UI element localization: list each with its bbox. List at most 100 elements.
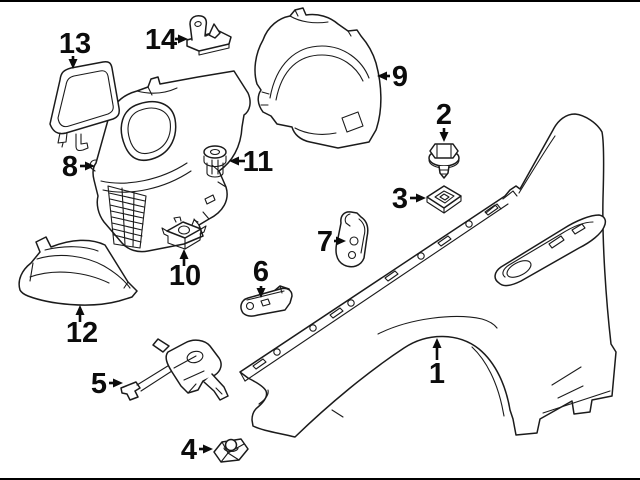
part-grommet: [203, 145, 227, 178]
bracket14-upright-tab: [189, 15, 208, 41]
callout-4-label[interactable]: 4: [181, 434, 197, 466]
part-bracket-top: [186, 15, 232, 56]
callout-10[interactable]: 10: [169, 249, 201, 292]
bracket6-square-hole: [260, 298, 271, 307]
grille-rung: [111, 222, 143, 231]
callout-11-arrowhead: [229, 156, 239, 166]
bracket5-fold: [183, 370, 205, 381]
callout-12-label[interactable]: 12: [66, 317, 98, 349]
fender-mounting-slot: [252, 358, 267, 370]
grille-rung: [108, 192, 146, 202]
callout-14-arrowhead: [178, 34, 188, 44]
cover12-rib: [44, 246, 99, 252]
callout-3[interactable]: 3: [392, 183, 426, 215]
frame-bar-top: [0, 0, 640, 2]
fender-character-line: [377, 315, 498, 335]
callout-7[interactable]: 7: [317, 226, 346, 258]
bracket7-outline: [335, 211, 369, 268]
bracket5-hole: [186, 350, 204, 364]
bracket5-fold: [173, 355, 197, 369]
bracket5-arm: [136, 363, 172, 386]
callout-9-label[interactable]: 9: [392, 61, 408, 93]
callout-6[interactable]: 6: [253, 256, 269, 298]
cagenut-front-face: [167, 235, 186, 250]
liner-rear-arch-band: [269, 45, 370, 99]
callout-4[interactable]: 4: [181, 434, 213, 466]
callout-2[interactable]: 2: [436, 99, 452, 142]
callout-11-label[interactable]: 11: [243, 146, 274, 178]
callout-14[interactable]: 14: [145, 24, 188, 56]
callout-13[interactable]: 13: [59, 28, 91, 69]
liner-rear-fold: [294, 127, 337, 135]
liner-band-line: [100, 162, 188, 184]
part-arch-liner-rear: [254, 7, 382, 149]
fender-rail-lower-line: [244, 203, 509, 382]
cover12-tip-notch: [123, 281, 129, 289]
fender-apillar-inner-line: [518, 135, 556, 194]
part-bracket-side: [335, 211, 369, 268]
fender-rail-end-cap: [239, 371, 246, 382]
liner-rear-notch: [261, 91, 270, 95]
liner-step-line: [202, 211, 210, 220]
grommet-bottom: [206, 172, 224, 178]
callout-13-label[interactable]: 13: [59, 28, 91, 60]
part-bracket-small: [240, 285, 293, 317]
callout-14-label[interactable]: 14: [145, 24, 177, 56]
seal-hook-tab: [75, 133, 89, 152]
seal-tab: [57, 132, 68, 144]
fender-side-vent-slot: [548, 235, 565, 249]
callout-3-label[interactable]: 3: [392, 183, 408, 215]
cover12-rib: [36, 254, 131, 289]
bracket5-top-tab: [152, 338, 170, 353]
callout-1-arrowhead: [432, 338, 442, 348]
callout-2-arrowhead: [439, 132, 449, 142]
liner-rear-outline: [254, 7, 382, 149]
callout-11[interactable]: 11: [229, 146, 273, 178]
fender-mounting-slot: [329, 307, 344, 319]
liner-rear-collar: [289, 15, 329, 24]
grommet-flange: [203, 145, 227, 159]
bracket6-hole: [245, 301, 255, 311]
callout-5-label[interactable]: 5: [91, 368, 107, 400]
callout-1-label[interactable]: 1: [429, 358, 445, 390]
bracket14-base-edge: [198, 43, 230, 56]
callout-6-label[interactable]: 6: [253, 256, 269, 288]
clipnut-inner-small: [439, 193, 450, 201]
liner-rear-rect-detail: [341, 111, 364, 133]
bracket7-hook: [344, 213, 351, 227]
seal-tab-line: [61, 142, 64, 148]
callout-10-label[interactable]: 10: [169, 260, 201, 292]
callout-5-arrowhead: [113, 378, 123, 388]
part-seal: [49, 61, 120, 152]
callout-12[interactable]: 12: [66, 305, 98, 349]
fender-mounting-slot: [437, 235, 452, 247]
fender-mounting-hole: [309, 324, 317, 332]
callout-8-label[interactable]: 8: [62, 151, 78, 183]
bracket7-hole: [349, 236, 359, 246]
liner-window-outer: [120, 100, 177, 162]
liner-rear-tab-fold: [294, 9, 299, 17]
callout-7-label[interactable]: 7: [317, 226, 333, 258]
grille-rung: [109, 204, 145, 214]
fender-mounting-slot: [484, 204, 499, 216]
callout-13-arrowhead: [68, 59, 78, 69]
liner-slot: [204, 194, 216, 205]
bracket5-body: [165, 339, 222, 394]
cagenut-prong: [173, 216, 182, 223]
clipnut-inner: [434, 190, 455, 204]
callout-2-label[interactable]: 2: [436, 99, 452, 131]
callout-9[interactable]: 9: [377, 61, 408, 93]
part-underbody-cover: [18, 236, 138, 306]
part-cage-nut: [161, 216, 207, 250]
grille-rung: [111, 216, 144, 225]
callout-8[interactable]: 8: [62, 151, 95, 183]
liner-band-line: [102, 170, 192, 193]
grille-rung: [109, 198, 145, 208]
fender-cowl-step-line: [502, 190, 518, 200]
grille-rung: [112, 228, 143, 237]
fender-arch-flange-line: [471, 346, 505, 417]
callout-5[interactable]: 5: [91, 368, 123, 400]
cover12-rib: [29, 271, 110, 284]
callout-1[interactable]: 1: [429, 338, 445, 390]
